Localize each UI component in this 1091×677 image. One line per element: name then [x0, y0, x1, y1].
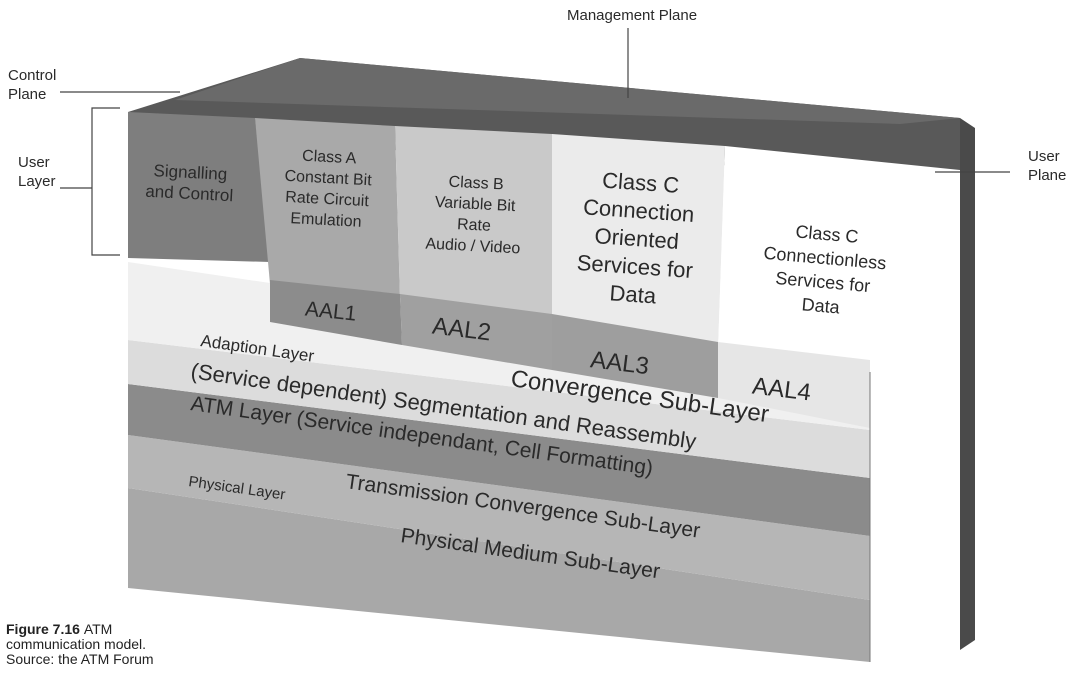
user-layer-label-line2: Layer [18, 173, 56, 190]
user-plane-label-line2: Plane [1028, 167, 1066, 184]
svg-text:Oriented: Oriented [594, 223, 680, 254]
top-face-highlight [175, 58, 960, 124]
management-plane-label: Management Plane [567, 7, 697, 24]
svg-text:Class B: Class B [448, 174, 504, 194]
right-side-face [960, 118, 975, 650]
band-physical-medium [128, 488, 870, 662]
figure-number: Figure 7.16 [6, 621, 80, 637]
svg-text:Data: Data [801, 294, 842, 317]
class-b-text: Class B Variable Bit Rate Audio / Video [425, 174, 521, 258]
caption-line3: Source: the ATM Forum [6, 651, 154, 667]
cell-class-b [395, 126, 552, 318]
cell-aal3 [552, 314, 718, 398]
user-layer-bracket [60, 107, 120, 256]
cell-aal2 [400, 294, 552, 370]
svg-text:and Control: and Control [145, 182, 234, 206]
user-plane-label-line1: User [1028, 148, 1060, 165]
figure-caption: Figure 7.16 ATM communication model. Sou… [6, 622, 154, 667]
svg-text:Rate: Rate [457, 216, 492, 235]
band-atm-layer [128, 384, 870, 536]
user-layer-label-line1: User [18, 154, 50, 171]
svg-text:Rate Circuit: Rate Circuit [285, 189, 370, 210]
cell-aal4 [718, 342, 870, 428]
svg-text:Emulation: Emulation [290, 210, 362, 231]
cell-class-a [255, 118, 400, 298]
cell-class-c-cl [718, 146, 960, 372]
svg-text:Signalling: Signalling [153, 161, 228, 184]
caption-line2: communication model. [6, 636, 147, 652]
control-plane-label-line1: Control [8, 67, 56, 84]
svg-text:Variable Bit: Variable Bit [434, 194, 516, 215]
svg-text:Audio / Video: Audio / Video [425, 235, 521, 257]
svg-text:Data: Data [609, 280, 658, 308]
band-transmission [128, 435, 870, 600]
control-plane-label-line2: Plane [8, 86, 46, 103]
svg-text:Class A: Class A [302, 148, 357, 168]
band-segmentation [128, 340, 870, 478]
signalling-text: Signalling and Control [145, 161, 234, 206]
svg-text:Constant Bit: Constant Bit [284, 168, 372, 190]
cell-class-c-co [552, 134, 725, 350]
cell-signalling [128, 112, 270, 262]
caption-line1: ATM [83, 621, 113, 637]
aal1-label: AAL1 [304, 297, 357, 325]
cell-aal1 [270, 280, 402, 345]
svg-text:Class C: Class C [601, 168, 680, 198]
class-a-text: Class A Constant Bit Rate Circuit Emulat… [284, 148, 372, 231]
